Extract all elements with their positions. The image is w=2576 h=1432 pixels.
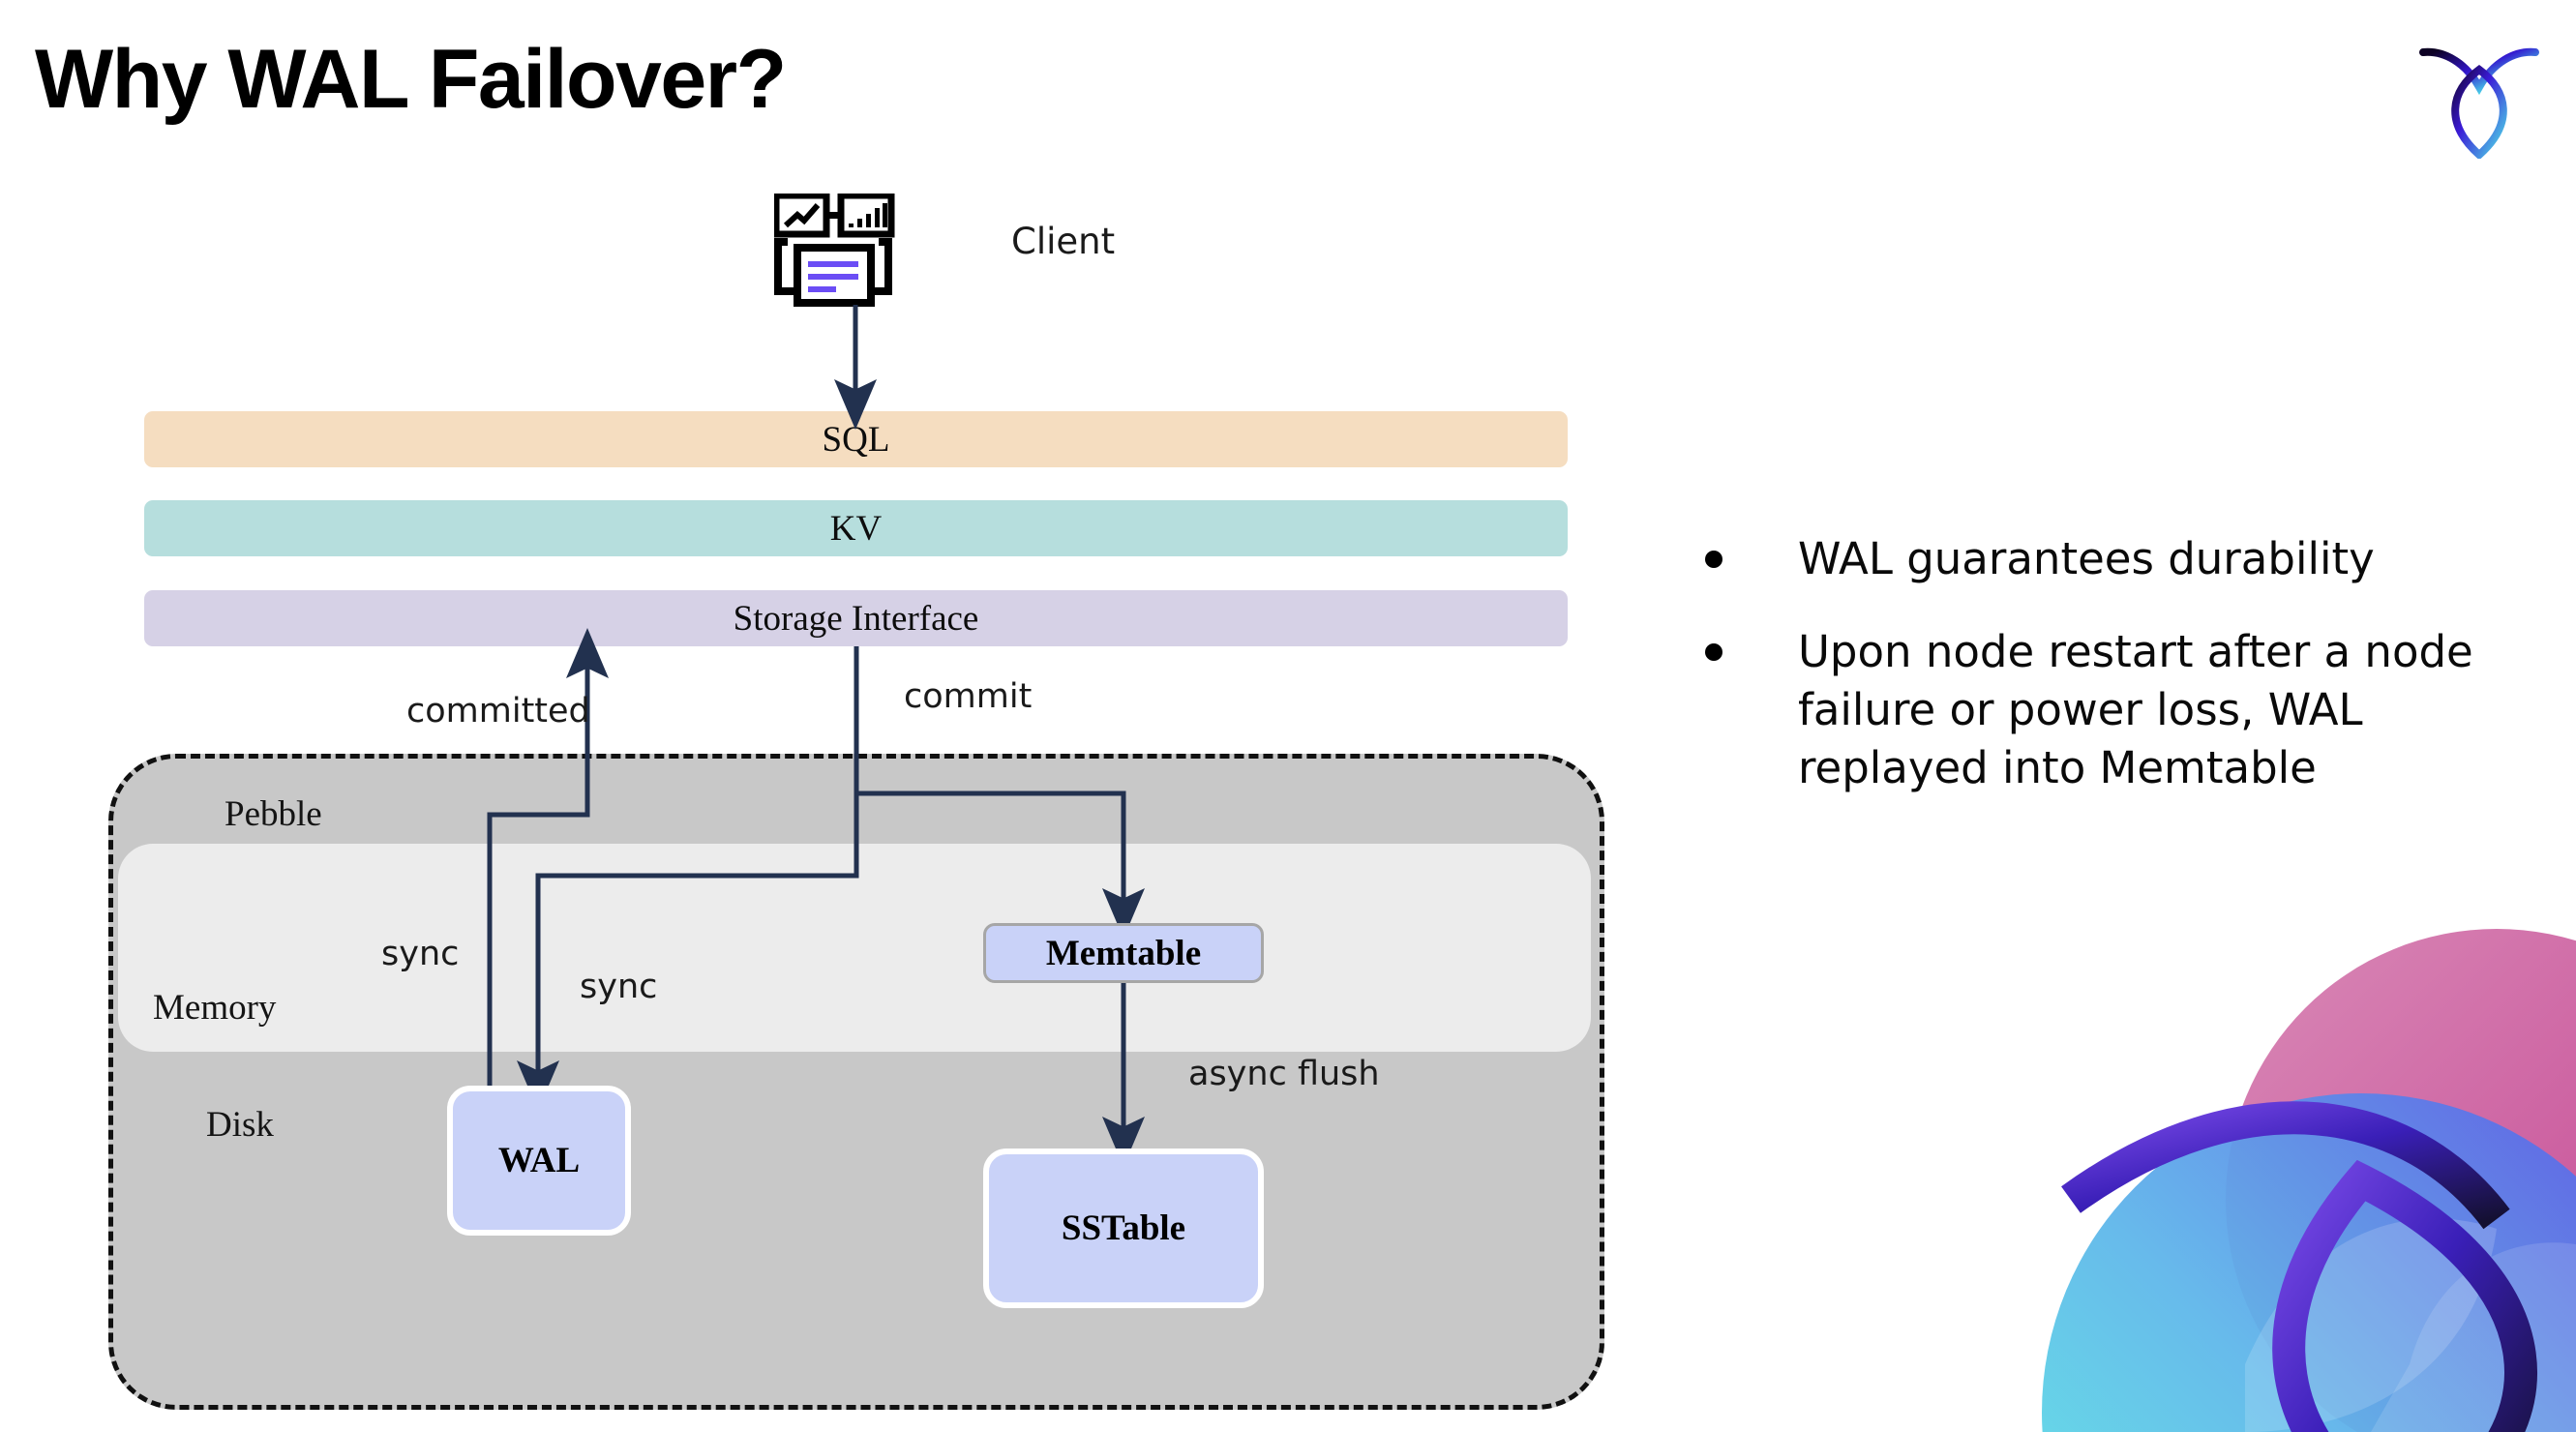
page-title: Why WAL Failover? bbox=[35, 33, 787, 126]
box-sstable-label: SSTable bbox=[1061, 1208, 1186, 1248]
layer-kv-label: KV bbox=[829, 508, 883, 549]
layer-storage-interface: Storage Interface bbox=[144, 590, 1568, 646]
edge-label-committed: committed bbox=[406, 692, 590, 731]
cockroachdb-logo bbox=[2411, 31, 2547, 161]
box-memtable: Memtable bbox=[983, 923, 1264, 983]
memory-label: Memory bbox=[153, 988, 277, 1028]
box-memtable-label: Memtable bbox=[1045, 933, 1202, 973]
edge-label-sync-right: sync bbox=[580, 968, 658, 1006]
box-sstable: SSTable bbox=[983, 1149, 1264, 1308]
bullet-text: Upon node restart after a node failure o… bbox=[1798, 625, 2473, 793]
edge-label-sync-left: sync bbox=[381, 935, 460, 973]
bullet-list: WAL guarantees durability Upon node rest… bbox=[1705, 530, 2537, 831]
bullet-text: WAL guarantees durability bbox=[1798, 533, 2375, 584]
layer-sql-label: SQL bbox=[822, 419, 890, 460]
layer-kv: KV bbox=[144, 500, 1568, 556]
edge-label-commit: commit bbox=[904, 677, 1033, 716]
bullet-dot-icon bbox=[1705, 551, 1722, 568]
decorative-logo-watermark bbox=[1955, 910, 2576, 1432]
disk-label: Disk bbox=[206, 1105, 274, 1145]
list-item: WAL guarantees durability bbox=[1705, 530, 2537, 588]
box-wal-label: WAL bbox=[497, 1141, 581, 1180]
pebble-label: Pebble bbox=[225, 794, 322, 834]
memory-panel bbox=[118, 844, 1591, 1052]
client-label: Client bbox=[1011, 221, 1116, 262]
edge-label-async-flush: async flush bbox=[1188, 1055, 1380, 1093]
layer-storage-interface-label: Storage Interface bbox=[733, 598, 979, 639]
box-wal: WAL bbox=[447, 1086, 631, 1236]
list-item: Upon node restart after a node failure o… bbox=[1705, 623, 2537, 797]
client-dashboard-icon bbox=[772, 192, 929, 314]
bullet-dot-icon bbox=[1705, 642, 1722, 661]
layer-sql: SQL bbox=[144, 411, 1568, 467]
